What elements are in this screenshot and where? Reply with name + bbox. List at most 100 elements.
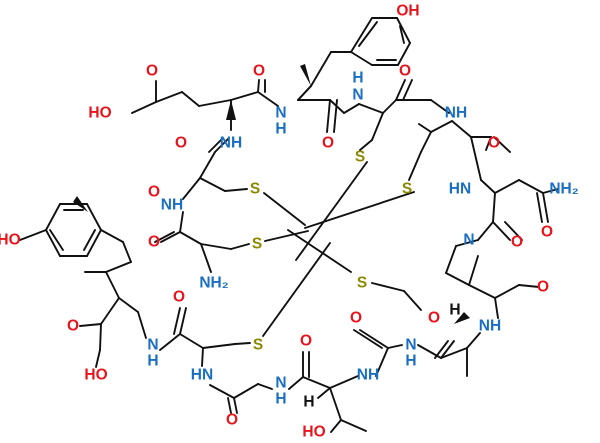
atom-label-NH2_asn: NH₂ bbox=[549, 181, 578, 198]
bond-line bbox=[297, 85, 312, 101]
bond-line bbox=[230, 91, 259, 101]
bond-lines bbox=[19, 17, 559, 433]
atom-label-HN_gly: HN bbox=[191, 367, 213, 384]
bond-line bbox=[95, 349, 101, 368]
bond-line bbox=[199, 177, 226, 192]
atom-label-N_nh_bot_left: N bbox=[147, 337, 158, 354]
bond-line bbox=[234, 342, 251, 345]
stereo-wedge bbox=[226, 100, 236, 120]
bond-line bbox=[477, 221, 494, 241]
bond-line bbox=[257, 91, 279, 107]
bond-line bbox=[79, 323, 102, 327]
bond-line bbox=[430, 99, 450, 114]
bond-line bbox=[455, 239, 479, 247]
bond-line bbox=[262, 242, 331, 337]
atom-label-H_top_amide: H bbox=[275, 121, 286, 138]
bond-line bbox=[122, 241, 132, 263]
bond-line bbox=[154, 231, 175, 243]
bond-line bbox=[353, 329, 383, 349]
atom-label-H_nh_bot_left: H bbox=[147, 353, 158, 370]
bond-line bbox=[263, 192, 306, 226]
bond-line bbox=[403, 290, 422, 311]
bond-line bbox=[105, 271, 120, 299]
bond-line bbox=[233, 397, 238, 414]
bond-line bbox=[19, 229, 47, 241]
atom-label-N_nh_cysbot: N bbox=[405, 337, 416, 354]
bond-line bbox=[536, 192, 543, 223]
bond-line bbox=[179, 211, 184, 233]
bond-line bbox=[227, 397, 232, 414]
bond-line bbox=[350, 17, 373, 53]
bond-line bbox=[542, 192, 549, 223]
bond-line bbox=[382, 99, 397, 114]
atom-label-O_pro_co: O bbox=[511, 234, 523, 251]
atom-label-N_nh_tyr: N bbox=[352, 87, 363, 104]
bond-line bbox=[179, 307, 187, 335]
bond-line bbox=[399, 25, 405, 44]
atom-label-O_glu_acid: O bbox=[146, 63, 158, 80]
atom-label-O_tyr_co: O bbox=[322, 135, 334, 152]
bond-line bbox=[371, 112, 384, 141]
bond-line bbox=[199, 151, 216, 179]
atom-label-O_cys_bot_left: O bbox=[350, 310, 362, 327]
atom-label-HO_acid_bot: HO bbox=[84, 367, 107, 384]
atom-label-O_asn_co: O bbox=[488, 135, 500, 152]
bond-line bbox=[359, 329, 389, 349]
bond-line bbox=[310, 51, 332, 87]
bond-line bbox=[494, 297, 499, 319]
bond-line bbox=[434, 340, 449, 359]
atom-label-HO_glu: HO bbox=[88, 105, 111, 122]
bond-line bbox=[105, 261, 132, 273]
bond-line bbox=[202, 343, 236, 349]
stereo-wedge bbox=[454, 312, 470, 324]
atom-label-O_acid_bot: O bbox=[67, 318, 79, 335]
bond-line bbox=[257, 79, 260, 93]
atom-label-N_nh_cys2: NH bbox=[445, 105, 467, 122]
atom-label-N_nh_thr: NH bbox=[357, 367, 379, 384]
bond-line bbox=[504, 221, 523, 241]
bond-line bbox=[418, 123, 432, 133]
bond-line bbox=[420, 131, 432, 153]
bond-line bbox=[137, 311, 147, 339]
bond-line bbox=[350, 51, 373, 66]
bond-line bbox=[159, 333, 181, 351]
atom-label-O_left_co2: O bbox=[148, 234, 160, 251]
atom-label-NH2_left: NH₂ bbox=[199, 275, 228, 292]
atom-label-H_nh_tyr: H bbox=[352, 70, 363, 87]
bond-line bbox=[45, 229, 61, 257]
bond-line bbox=[209, 384, 235, 399]
atom-label-O_gly_co: O bbox=[226, 412, 238, 429]
atom-label-S_left_upper: S bbox=[250, 181, 260, 198]
bond-line bbox=[118, 297, 139, 313]
bond-line bbox=[182, 177, 201, 200]
atom-labels: OH O HO O H N NH N H O O NH O S O S HN N… bbox=[0, 3, 579, 441]
bond-line bbox=[198, 99, 232, 107]
bond-line bbox=[287, 229, 352, 273]
bond-line bbox=[470, 136, 482, 181]
bond-line bbox=[451, 120, 472, 138]
bond-line bbox=[288, 376, 304, 390]
bond-line bbox=[485, 136, 492, 151]
bond-line bbox=[371, 282, 405, 292]
bond-line bbox=[493, 136, 511, 153]
atom-label-O_ala_co: O bbox=[428, 310, 440, 327]
bond-line bbox=[100, 229, 124, 243]
bond-line bbox=[326, 99, 331, 133]
bond-line bbox=[173, 307, 181, 335]
bond-line bbox=[100, 297, 120, 325]
atom-label-H_nh_gly2: H bbox=[275, 391, 286, 408]
atom-label-HN_asn: HN bbox=[449, 181, 471, 198]
atom-label-S_bot_left: S bbox=[253, 337, 263, 354]
bond-line bbox=[359, 139, 373, 151]
bond-line bbox=[333, 99, 338, 133]
bond-line bbox=[329, 375, 359, 389]
atom-label-S_left_lower: S bbox=[252, 236, 262, 253]
bond-line bbox=[440, 340, 455, 359]
atom-label-O_left_co: O bbox=[148, 184, 160, 201]
atom-label-N_top_amide: N bbox=[275, 105, 286, 122]
bond-line bbox=[330, 419, 342, 433]
bond-line bbox=[340, 419, 367, 432]
bond-line bbox=[492, 221, 511, 241]
bond-line bbox=[45, 203, 61, 231]
